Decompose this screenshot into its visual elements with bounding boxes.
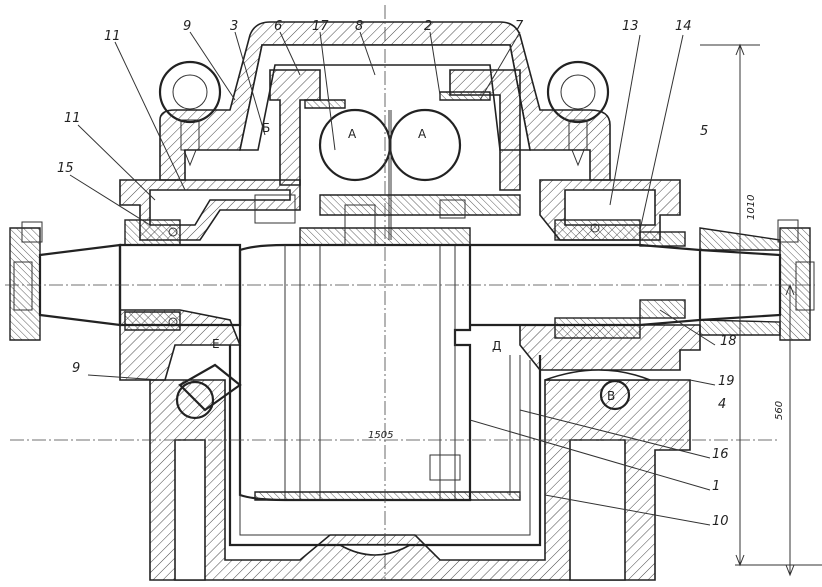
- label-7: 7: [515, 19, 524, 34]
- zone-e: Е: [212, 337, 220, 351]
- label-16: 16: [712, 447, 729, 462]
- dim-1010: 1010: [746, 195, 757, 220]
- zone-a-left: А: [348, 127, 357, 141]
- zone-d: Д: [492, 339, 501, 353]
- dimension-values: 1010 560 1505: [368, 195, 785, 441]
- label-4: 4: [718, 397, 726, 412]
- label-8: 8: [355, 19, 363, 34]
- label-9-bottom: 9: [72, 361, 80, 376]
- label-13: 13: [622, 19, 639, 34]
- zone-labels: А А Б В Д Е: [212, 121, 615, 403]
- label-1: 1: [712, 479, 720, 494]
- label-11-top: 11: [104, 29, 121, 44]
- zone-v: В: [607, 389, 615, 403]
- label-10: 10: [712, 514, 729, 529]
- leader-lines: [69, 31, 716, 526]
- air-inlet-pipe: [175, 363, 242, 420]
- upper-shield: [269, 69, 521, 191]
- label-5: 5: [700, 124, 708, 139]
- cooling-ducts: [318, 108, 462, 240]
- dim-1505: 1505: [368, 430, 393, 441]
- base-frame: [149, 369, 691, 581]
- zone-b: Б: [262, 121, 270, 135]
- label-9-top: 9: [183, 19, 191, 34]
- left-bearing-housing: [119, 179, 301, 381]
- label-3: 3: [230, 19, 238, 34]
- center-lines: [5, 5, 815, 580]
- label-17: 17: [312, 19, 329, 34]
- rotor: [238, 194, 521, 502]
- label-11-left: 11: [64, 111, 81, 126]
- label-14: 14: [675, 19, 692, 34]
- label-6: 6: [274, 19, 282, 34]
- right-bearing-housing: [519, 179, 701, 371]
- label-19: 19: [718, 374, 735, 389]
- label-2: 2: [424, 19, 432, 34]
- dim-560: 560: [774, 401, 785, 420]
- label-15: 15: [57, 161, 74, 176]
- part-labels: 11 9 3 6 17 8 2 7 13 14 5 11 15 9 18 19 …: [57, 19, 737, 529]
- dimension-lines: [700, 43, 822, 577]
- label-18: 18: [720, 334, 737, 349]
- zone-a-right: А: [418, 127, 427, 141]
